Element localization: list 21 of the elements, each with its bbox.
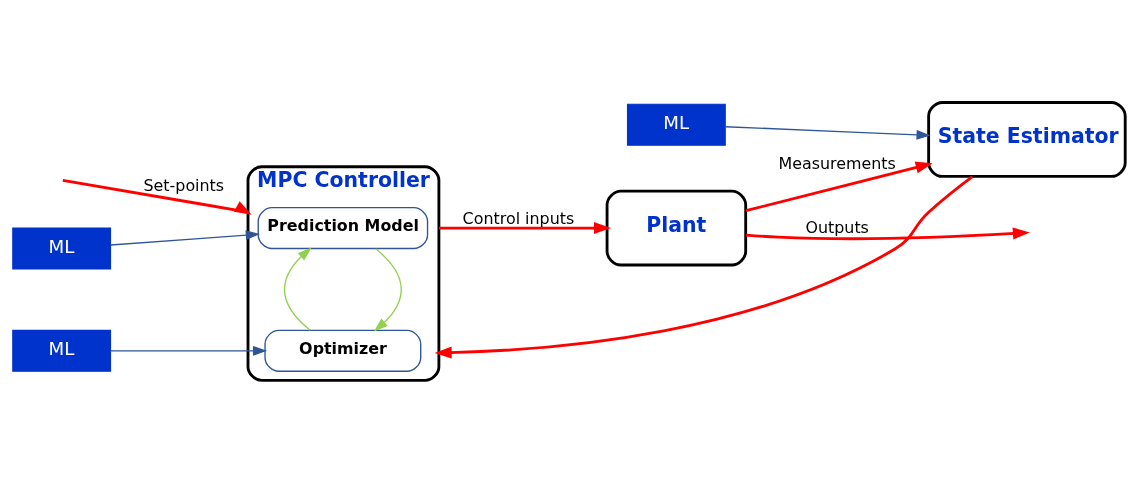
arrow: [724, 125, 931, 140]
node-box: State Estimator: [927, 100, 1127, 178]
node-box: Plant: [605, 189, 748, 266]
edge-label: Set-points: [143, 175, 225, 195]
arrow: [283, 247, 312, 331]
node-box: Prediction Model: [257, 206, 429, 249]
edge-label: Outputs: [805, 217, 869, 237]
arrow: [373, 247, 402, 332]
node-box: ML: [626, 103, 726, 146]
arrow: [745, 227, 1030, 240]
arrow: [62, 178, 252, 215]
node-box: ML: [12, 329, 112, 372]
node-box: Optimizer: [264, 329, 422, 372]
arrow: [434, 174, 974, 359]
arrow: [110, 345, 268, 356]
arrow: [745, 161, 933, 212]
arrow: [110, 229, 260, 246]
edge-label: Control inputs: [462, 208, 575, 228]
node-box: ML: [12, 227, 112, 270]
arrow: [438, 221, 612, 234]
edge-label: Measurements: [778, 153, 896, 173]
